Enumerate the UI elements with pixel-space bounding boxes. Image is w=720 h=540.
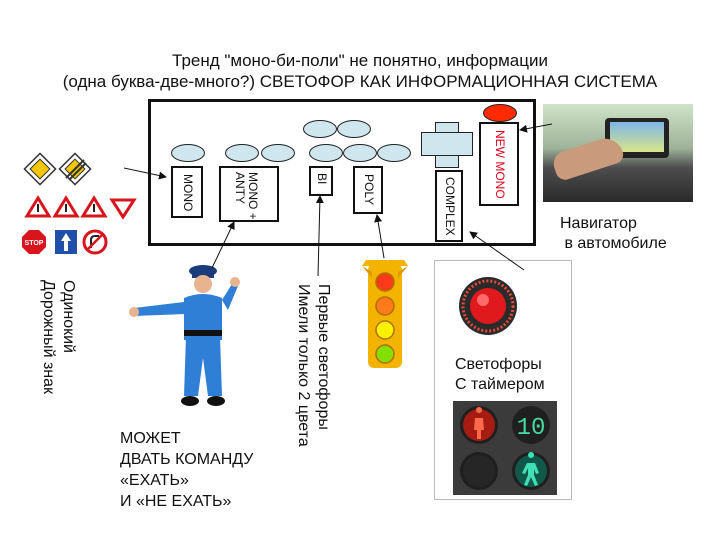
arrow-first-lights-to-bi: [318, 196, 320, 276]
arrow-traffic-light-to-poly: [377, 215, 384, 258]
arrow-timer-to-complex: [470, 232, 524, 270]
arrow-sign-to-mono: [124, 168, 166, 177]
arrow-policeman-to-mono-anty: [212, 222, 234, 268]
arrow-navigator-to-new-mono: [520, 124, 552, 130]
